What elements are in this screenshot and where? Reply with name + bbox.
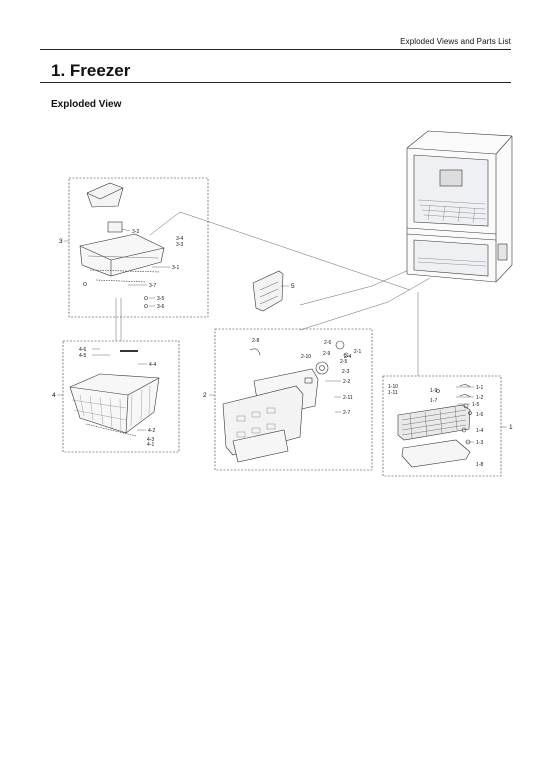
callout-4-5: 4-5	[79, 353, 86, 359]
callout-2-4: 2-4	[344, 354, 351, 360]
callout-1-6: 1-6	[476, 412, 483, 418]
group-4-parts	[69, 350, 160, 437]
callout-4-1: 4-1	[147, 442, 154, 448]
refrigerator-cabinet	[406, 130, 513, 283]
group-box-3	[68, 177, 209, 318]
group-box-2	[214, 328, 373, 471]
callout-3-6: 3-6	[157, 304, 164, 310]
exploded-view-heading: Exploded View	[51, 99, 122, 110]
running-header: Exploded Views and Parts List	[400, 37, 511, 46]
callout-group-2: 2	[203, 392, 207, 399]
group-box-1	[382, 375, 502, 477]
callout-2-10: 2-10	[301, 354, 311, 360]
callout-1-9: 1-9	[430, 388, 437, 394]
callout-group-4: 4	[52, 392, 56, 399]
callout-2-8: 2-8	[252, 338, 259, 344]
callout-leaders	[57, 228, 507, 443]
group-5-part	[252, 270, 284, 312]
callout-group-5: 5	[291, 283, 295, 290]
callout-2-6: 2-6	[324, 340, 331, 346]
callout-1-3: 1-3	[476, 440, 483, 446]
callout-1-11: 1-11	[388, 390, 398, 396]
callout-3-5: 3-5	[157, 296, 164, 302]
callout-2-11: 2-11	[343, 395, 353, 401]
callout-3-2: 3-2	[132, 229, 139, 235]
callout-1-10: 1-10	[388, 384, 398, 390]
callout-4-3: 4-3	[147, 437, 154, 443]
callout-1-4: 1-4	[476, 428, 483, 434]
callout-group-1: 1	[509, 424, 513, 431]
group-boxes	[62, 177, 502, 477]
group-3-parts	[79, 182, 165, 308]
callout-3-3: 3-3	[176, 242, 183, 248]
callout-2-1: 2-1	[354, 349, 361, 355]
group-box-4	[62, 340, 180, 453]
callout-3-7: 3-7	[149, 283, 156, 289]
callout-2-7: 2-7	[343, 410, 350, 416]
title-rule	[40, 82, 511, 83]
callout-3-4: 3-4	[176, 236, 183, 242]
callout-4-4: 4-4	[149, 362, 156, 368]
callout-2-5: 2-5	[340, 359, 347, 365]
callout-2-3: 2-3	[342, 369, 349, 375]
group-1-parts	[397, 384, 472, 468]
callout-4-6: 4-6	[79, 347, 86, 353]
callout-1-8: 1-8	[476, 462, 483, 468]
header-rule	[40, 49, 511, 50]
callout-1-2: 1-2	[476, 395, 483, 401]
group-2-parts	[222, 340, 349, 463]
callout-1-1: 1-1	[476, 385, 483, 391]
callout-4-2: 4-2	[148, 428, 155, 434]
callout-1-7: 1-7	[430, 398, 437, 404]
callout-1-5: 1-5	[472, 402, 479, 408]
callout-2-9: 2-9	[323, 351, 330, 357]
assembly-leader-lines	[115, 211, 431, 376]
callout-group-3: 3	[59, 238, 63, 245]
callout-3-1: 3-1	[172, 265, 179, 271]
section-title: 1. Freezer	[51, 61, 131, 80]
callout-2-2: 2-2	[343, 379, 350, 385]
